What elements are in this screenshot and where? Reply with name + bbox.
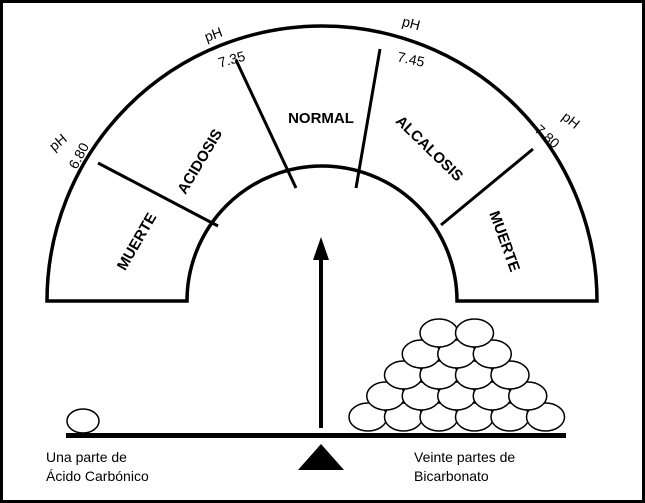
bicarbonate-ball: [490, 360, 530, 390]
left-caption-line1: Una parte de: [46, 449, 127, 465]
right-caption-line2: Bicarbonato: [414, 468, 489, 484]
tick-value-label: 7.45: [396, 48, 426, 69]
divider-735: [234, 59, 298, 189]
tick-735: pH 7.35: [202, 24, 247, 71]
divider-780: [440, 147, 534, 227]
divider-745: [354, 48, 382, 189]
tick-unit-label: pH: [401, 13, 422, 33]
tick-unit-label: pH: [202, 24, 224, 45]
zone-label-normal: NORMAL: [288, 110, 354, 127]
gauge-dividers: [97, 48, 534, 228]
bicarbonate-ball: [508, 381, 548, 411]
tick-745: pH 7.45: [396, 13, 426, 70]
balance-beam: [66, 433, 566, 438]
fulcrum-triangle: [298, 444, 344, 470]
bicarbonate-ball: [525, 402, 566, 432]
tick-unit-label: pH: [559, 108, 583, 132]
left-caption-line2: Ácido Carbónico: [46, 468, 149, 484]
tick-value-label: 7.35: [216, 48, 247, 71]
bicarbonate-pyramid: [348, 318, 566, 432]
divider-680: [97, 161, 219, 228]
bicarbonate-ball: [472, 339, 512, 369]
tick-unit-label: pH: [46, 130, 70, 154]
bicarbonate-ball: [454, 318, 495, 348]
ph-pointer-arrow: [313, 237, 329, 428]
bicarbonate-ball: [419, 318, 459, 348]
gauge-band: [45, 24, 599, 303]
right-caption-line1: Veinte partes de: [414, 449, 515, 465]
carbonic-acid-ball: [66, 408, 100, 434]
